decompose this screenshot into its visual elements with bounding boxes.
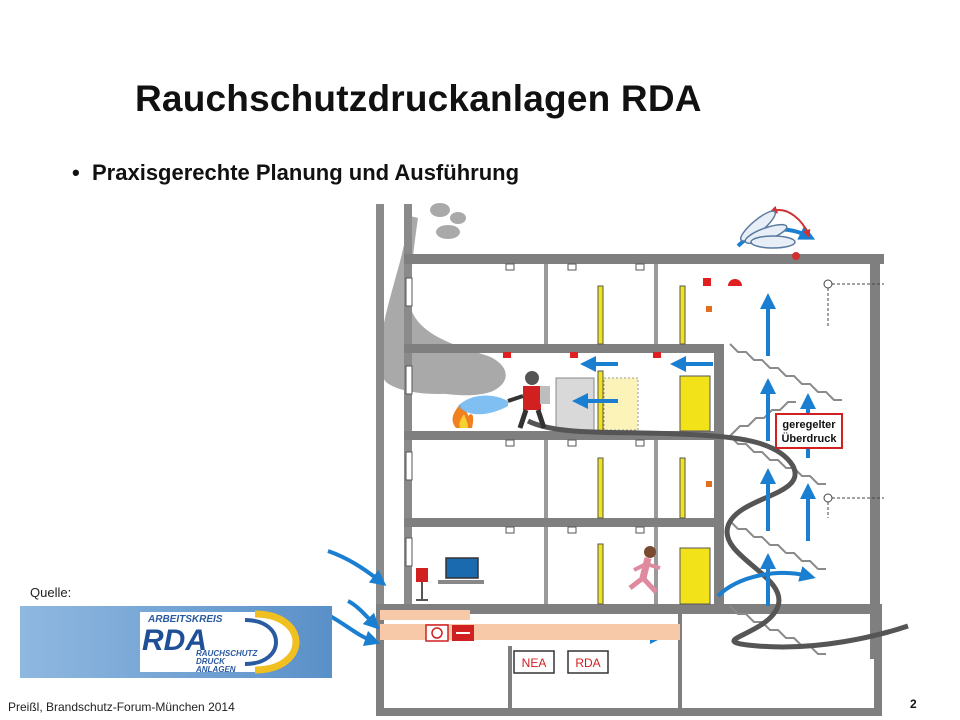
nea-box bbox=[513, 650, 555, 674]
fan-units bbox=[425, 624, 474, 642]
rda-building-diagram: NEA RDA geregelter Überdruck bbox=[327, 203, 909, 716]
supply-duct bbox=[380, 624, 680, 640]
pressure-sensors bbox=[823, 279, 884, 518]
logo-sub-line-2: DRUCK bbox=[196, 657, 226, 666]
page-number: 2 bbox=[910, 697, 917, 711]
pressure-label-box bbox=[775, 413, 843, 449]
smoke-cloud bbox=[379, 203, 506, 396]
open-door-panel bbox=[555, 377, 595, 431]
nea-label: NEA bbox=[522, 656, 547, 670]
running-person-figure bbox=[628, 546, 661, 594]
slide-title: Rauchschutzdruckanlagen RDA bbox=[135, 78, 702, 119]
water-spray bbox=[458, 395, 508, 415]
building-structure bbox=[376, 254, 884, 716]
roof-vent bbox=[739, 210, 796, 249]
supply-duct-upper bbox=[380, 610, 470, 620]
fire-hose bbox=[526, 418, 909, 650]
logo-main-text: RDA bbox=[142, 624, 207, 657]
vent-motor-icon bbox=[792, 252, 800, 260]
pressure-label-line2: Überdruck bbox=[781, 432, 837, 445]
vent-swing-arrow bbox=[769, 205, 811, 238]
source-label: Quelle: bbox=[30, 585, 72, 600]
logo-top-text: ARBEITSKREIS bbox=[147, 614, 223, 625]
logo-sub-line-3: ANLAGEN bbox=[195, 665, 236, 674]
arbeitskreis-rda-logo: ARBEITSKREIS RDA RAUCHSCHUTZ DRUCK ANLAG… bbox=[20, 606, 332, 678]
fire-icon bbox=[452, 404, 474, 428]
fire-doors bbox=[597, 285, 711, 605]
firefighter-figure bbox=[507, 371, 550, 429]
shaft-dampers bbox=[405, 277, 413, 567]
pressure-label-line1: geregelter bbox=[782, 419, 836, 431]
smoke-shaft bbox=[376, 204, 412, 604]
logo-sub-line-1: RAUCHSCHUTZ bbox=[196, 649, 258, 658]
alarm-devices bbox=[503, 278, 742, 487]
bullet-text: Praxisgerechte Planung und Ausführung bbox=[92, 160, 520, 185]
rda-box bbox=[567, 650, 609, 674]
rda-label: RDA bbox=[575, 656, 600, 670]
bullet-item: • Praxisgerechte Planung und Ausführung bbox=[72, 160, 519, 186]
bullet-dot: • bbox=[72, 160, 80, 185]
open-door-leaf bbox=[603, 377, 639, 431]
office-workstation bbox=[416, 557, 484, 601]
footer-text: Preißl, Brandschutz-Forum-München 2014 bbox=[8, 700, 235, 714]
ceiling-detectors bbox=[505, 263, 645, 534]
